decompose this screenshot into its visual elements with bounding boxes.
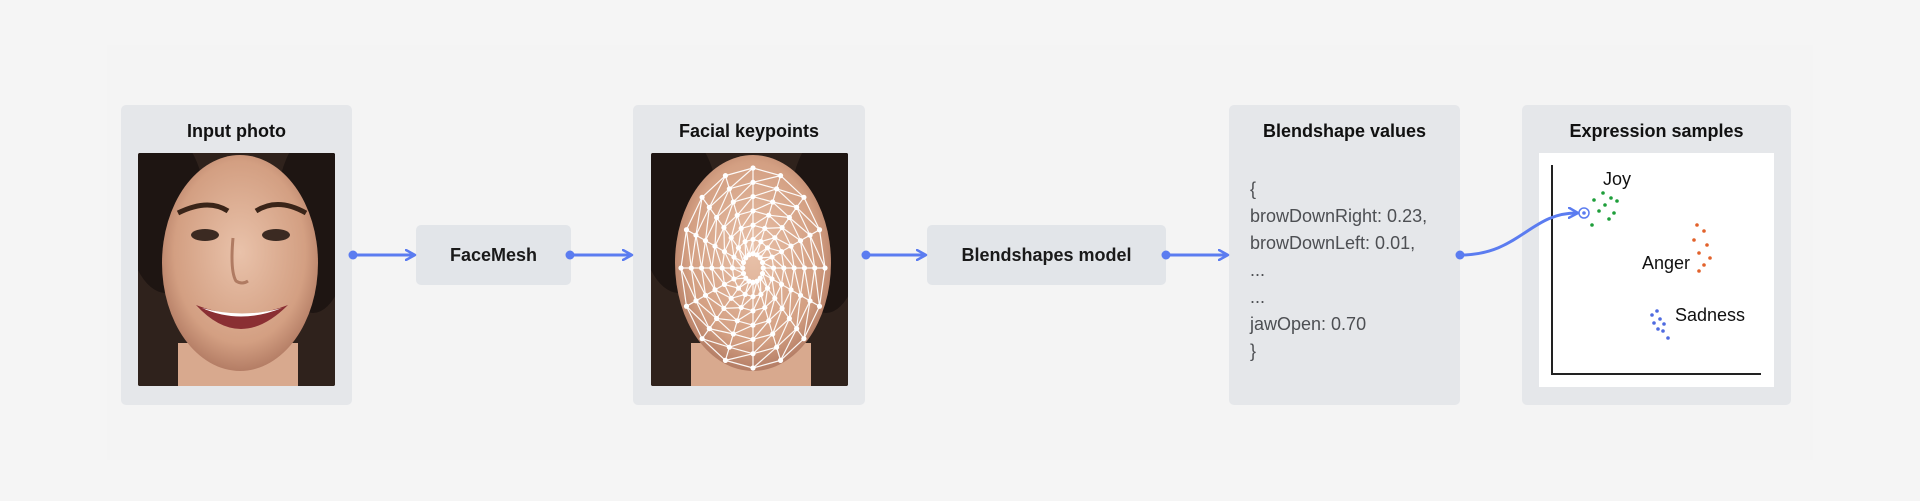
anger-sample-dot [1695,223,1699,227]
facemesh-step: FaceMesh [416,225,571,285]
arrow-facemesh-to-keypoints [565,251,633,260]
sadness-sample-dot [1666,336,1670,340]
joy-sample-dot [1590,223,1594,227]
joy-sample-dot [1609,196,1613,200]
blendshape-values-code: { browDownRight: 0.23, browDownLeft: 0.0… [1250,176,1427,365]
code-line: ... [1250,260,1266,280]
anger-cluster [1692,223,1712,273]
expression-samples-title: Expression samples [1569,121,1744,141]
arrow-model-to-values [1161,251,1229,260]
sadness-sample-dot [1652,321,1656,325]
sadness-label: Sadness [1675,305,1746,325]
joy-cluster [1590,191,1619,227]
blendshape-values-panel: Blendshape values { browDownRight: 0.23,… [1229,105,1460,405]
anger-sample-dot [1697,269,1701,273]
joy-sample-dot [1592,198,1596,202]
input-photo-title: Input photo [187,121,286,141]
sadness-cluster [1650,309,1670,340]
sadness-sample-dot [1655,309,1659,313]
code-line: ... [1250,287,1266,307]
sadness-sample-dot [1650,313,1654,317]
sadness-sample-dot [1661,329,1665,333]
joy-label: Joy [1603,169,1632,189]
plot-x-axis [1551,373,1761,375]
expression-samples-plot: Joy Anger Sadness [1539,153,1774,387]
input-photo-panel: Input photo [121,105,352,405]
sample-marker-dot [1582,211,1586,215]
code-line: browDownLeft: 0.01, [1250,233,1416,253]
anger-sample-dot [1708,256,1712,260]
code-line: } [1250,341,1257,361]
anger-sample-dot [1702,263,1706,267]
joy-sample-dot [1601,191,1605,195]
anger-label: Anger [1642,253,1691,273]
expression-samples-panel: Expression samples Joy Anger Sadness [1522,105,1791,405]
arrow-keypoints-to-model [861,251,927,260]
anger-sample-dot [1697,251,1701,255]
arrow-photo-to-facemesh [348,251,416,260]
joy-sample-dot [1597,209,1601,213]
facial-keypoints-panel: Facial keypoints [633,105,865,405]
code-line: jawOpen: 0.70 [1250,314,1367,334]
sadness-sample-dot [1662,322,1666,326]
joy-sample-dot [1612,211,1616,215]
arrow-values-to-samples [1455,213,1579,260]
sadness-sample-dot [1656,327,1660,331]
anger-sample-dot [1702,229,1706,233]
joy-sample-dot [1603,203,1607,207]
blendshape-values-title: Blendshape values [1262,121,1427,141]
facial-keypoints-image [651,153,848,386]
anger-sample-dot [1705,243,1709,247]
joy-sample-dot [1615,199,1619,203]
facial-keypoints-title: Facial keypoints [678,121,820,141]
anger-sample-dot [1692,238,1696,242]
plot-y-axis [1551,165,1553,375]
input-photo-image [138,153,335,386]
joy-sample-dot [1607,217,1611,221]
code-line: browDownRight: 0.23, [1250,206,1428,226]
code-line: { [1250,179,1257,199]
sadness-sample-dot [1658,317,1662,321]
blendshapes-model-step: Blendshapes model [927,225,1166,285]
